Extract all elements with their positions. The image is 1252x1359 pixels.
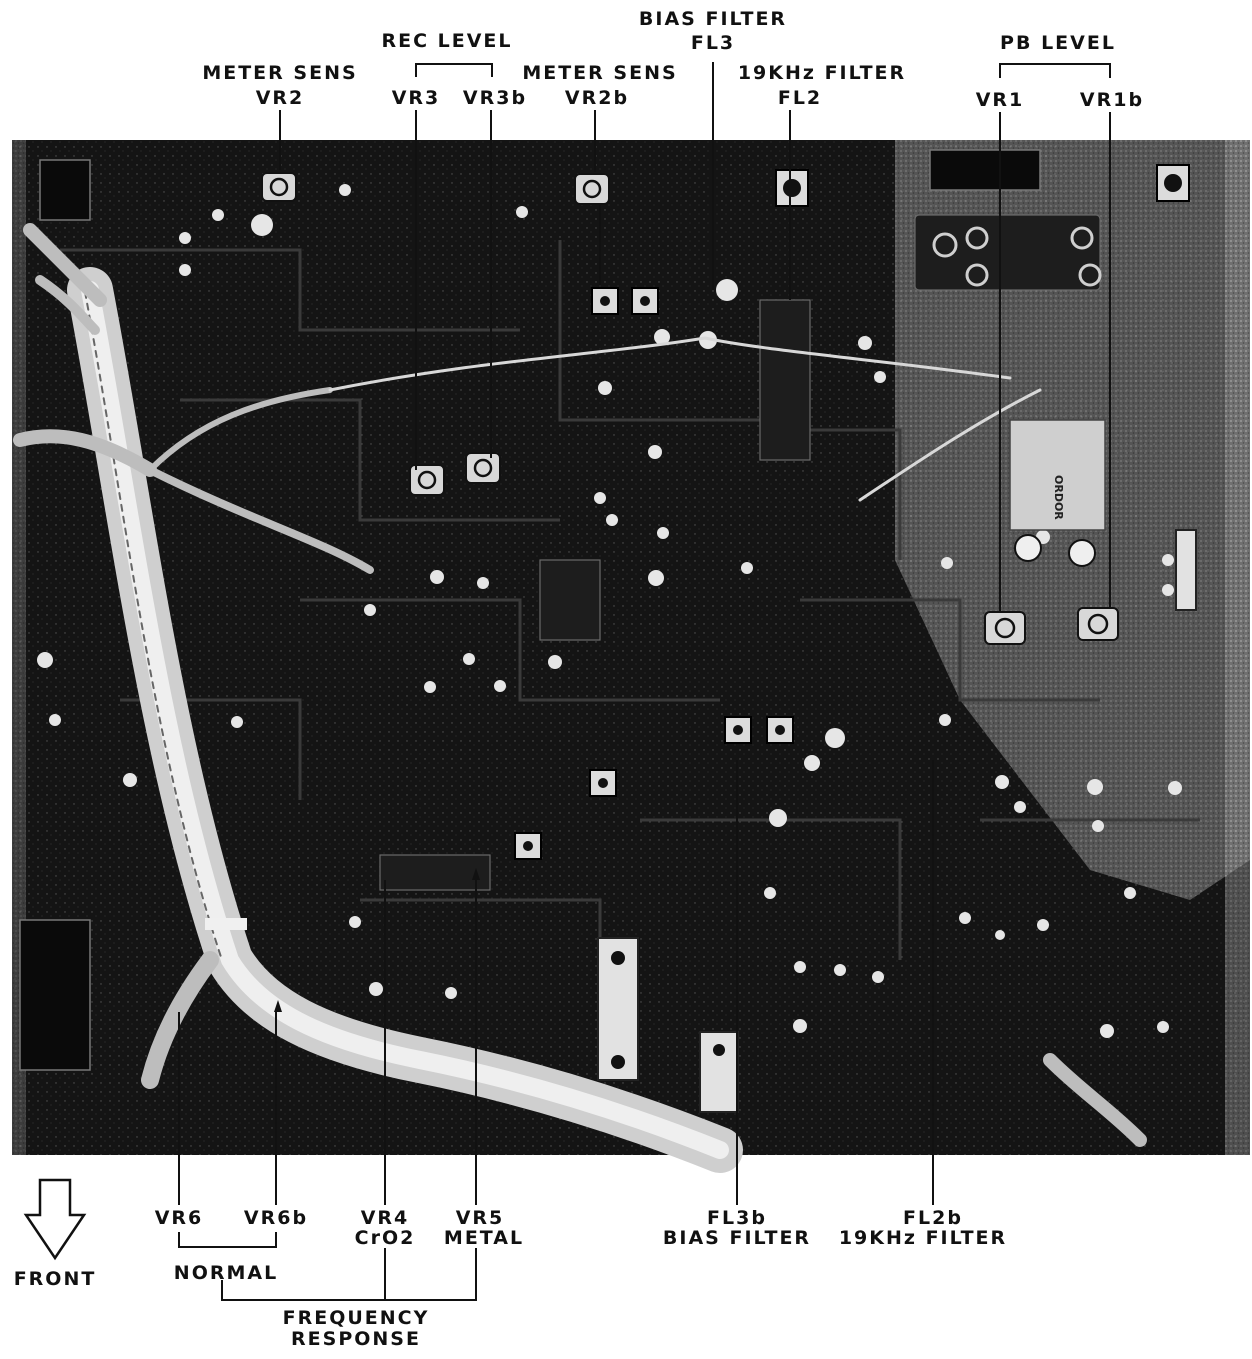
label-rec-level: REC LEVEL bbox=[381, 30, 513, 52]
callout-lines bbox=[178, 62, 1111, 1301]
front-arrow-icon bbox=[23, 1178, 87, 1261]
label-vr6: VR6 bbox=[154, 1207, 204, 1229]
label-metal: METAL bbox=[443, 1227, 525, 1249]
arrow-heads bbox=[274, 868, 480, 1012]
label-vr6b: VR6b bbox=[243, 1207, 309, 1229]
label-normal: NORMAL bbox=[173, 1262, 279, 1284]
label-fl3b-bias-filter: BIAS FILTER bbox=[662, 1227, 812, 1249]
label-meter-sens-vr2b: METER SENS bbox=[522, 62, 678, 84]
label-fl3: FL3 bbox=[690, 32, 736, 54]
label-vr2b: VR2b bbox=[564, 87, 630, 109]
label-vr3: VR3 bbox=[391, 87, 441, 109]
label-vr4: VR4 bbox=[360, 1207, 410, 1229]
label-vr5: VR5 bbox=[455, 1207, 505, 1229]
label-fl2: FL2 bbox=[777, 87, 823, 109]
label-vr1b: VR1b bbox=[1079, 89, 1145, 111]
label-vr1: VR1 bbox=[975, 89, 1025, 111]
label-vr3b: VR3b bbox=[462, 87, 528, 109]
label-response: RESPONSE bbox=[291, 1328, 421, 1350]
label-pb-level: PB LEVEL bbox=[1000, 32, 1116, 54]
label-19khz-filter: 19KHz FILTER bbox=[737, 62, 907, 84]
circuit-board-photo: ORDOR bbox=[12, 140, 1250, 1173]
label-frequency: FREQUENCY bbox=[282, 1307, 430, 1329]
label-fl2b: FL2b bbox=[903, 1207, 963, 1229]
label-bias-filter: BIAS FILTER bbox=[638, 8, 788, 30]
label-fl2b-19khz-filter: 19KHz FILTER bbox=[838, 1227, 1008, 1249]
label-front: FRONT bbox=[13, 1268, 97, 1290]
label-meter-sens-vr2: METER SENS bbox=[202, 62, 358, 84]
label-fl3b: FL3b bbox=[707, 1207, 767, 1229]
label-cro2: CrO2 bbox=[354, 1227, 416, 1249]
label-vr2: VR2 bbox=[255, 87, 305, 109]
board-marking-text: ORDOR bbox=[1052, 475, 1065, 520]
